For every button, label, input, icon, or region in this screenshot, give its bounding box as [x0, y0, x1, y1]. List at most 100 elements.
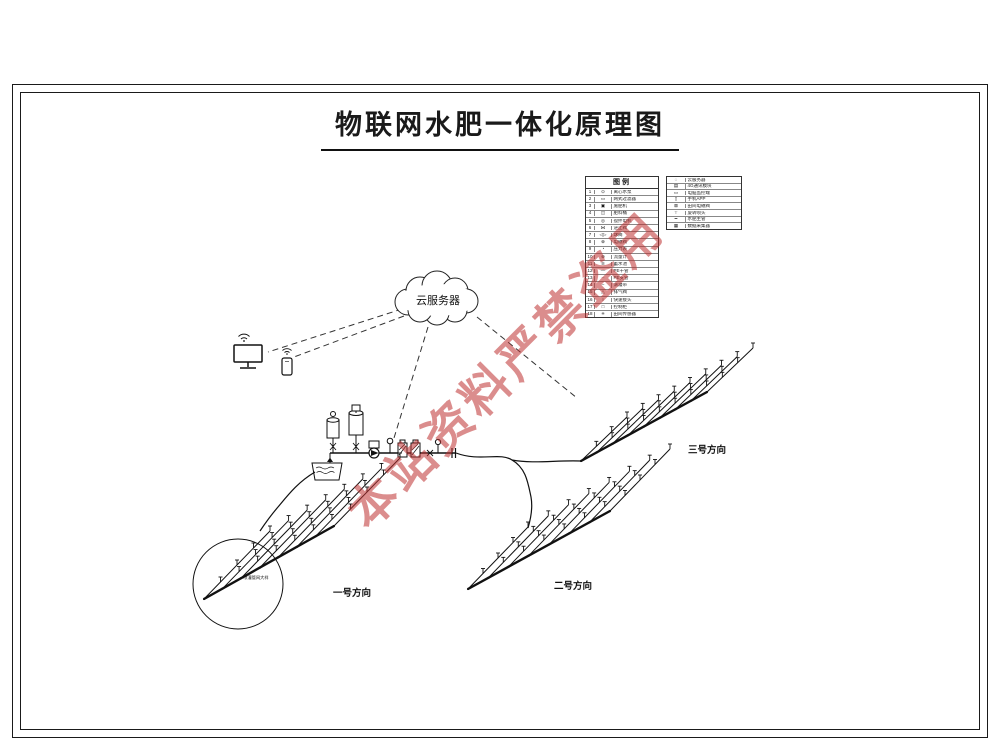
legend-row-symbol: ▭ — [595, 197, 612, 202]
legend-row-symbol: ⊠ — [667, 203, 686, 209]
legend-row: 11 ≋ 蓄水池 — [586, 259, 658, 267]
legend-row-name: 肥料桶 — [613, 211, 628, 216]
legend-row: 7 ◁▷ 球阀 — [586, 231, 658, 238]
legend-row-number: 15 — [586, 290, 595, 295]
legend-row-name: 田间电磁阀 — [687, 203, 711, 208]
legend-row: 17 □ 控制柜 — [586, 303, 658, 310]
legend-row: 1 ⊙ 离心水泵 — [586, 189, 658, 195]
legend-row-symbol: □ — [595, 304, 612, 310]
legend-row: ⊤ 旋转喷头 — [667, 208, 741, 216]
legend-row-number: 6 — [586, 225, 595, 231]
field-grid-3 — [579, 342, 755, 463]
legend-row-number: 8 — [586, 240, 595, 245]
legend-row-name: 流量计 — [613, 254, 628, 259]
legend-row: 3 ▣ 施肥机 — [586, 202, 658, 209]
legend-row-symbol: ⊗ — [595, 240, 612, 245]
legend-table-main: 图例 1 ⊙ 离心水泵 2 ▭ 网式过滤器 3 ▣ 施肥机 4 ◫ 肥料桶 5 … — [585, 176, 659, 319]
legend-row: ▤ 4G通讯模块 — [667, 182, 741, 190]
legend-row-name: 控制柜 — [613, 304, 628, 309]
legend-row-symbol: — — [595, 268, 612, 274]
legend-row-symbol: ⊤ — [667, 210, 686, 216]
field-label-1: 一号方向 — [333, 587, 371, 599]
legend-row: ◌ 云服务器 — [667, 177, 741, 183]
legend-row-symbol: △ — [595, 290, 612, 295]
legend-row: 8 ⊗ 电磁阀 — [586, 238, 658, 245]
legend-row: 14 ╌ 滴灌带 — [586, 281, 658, 288]
legend-row-number: 7 — [586, 232, 595, 238]
supply-pipe — [259, 452, 582, 532]
legend-row-name: 手机APP — [687, 197, 706, 202]
legend-row-name: 压力表 — [613, 247, 628, 252]
cloud-server-label: 云服务器 — [416, 294, 460, 307]
legend-row-symbol: ⊙ — [595, 189, 612, 195]
detail-circle: 喷灌管网大样 — [192, 538, 284, 630]
legend-row-name: 蓄水池 — [613, 261, 628, 266]
legend-row: 10 ⊕ 流量计 — [586, 252, 658, 260]
field-label-3: 三号方向 — [688, 444, 726, 456]
legend-row: ▭ 电脑监控端 — [667, 189, 741, 196]
legend-row: ▯ 手机APP — [667, 195, 741, 203]
legend-row-number: 10 — [586, 254, 595, 260]
legend-row-symbol: ▭ — [667, 190, 686, 196]
legend-row-name: 施肥机 — [613, 204, 628, 209]
dashed-link-cloud-monitor — [267, 308, 578, 439]
legend-header: 图例 — [586, 177, 658, 189]
legend-row: 4 ◫ 肥料桶 — [586, 209, 658, 217]
wifi-icon-phone — [282, 348, 292, 355]
monitor-icon — [233, 344, 263, 369]
legend-row-number: 4 — [586, 211, 595, 216]
legend-row-name: 4G通讯模块 — [687, 184, 712, 189]
legend-row-name: PE干管 — [613, 268, 629, 273]
legend-row: 18 ✳ 田间传感器 — [586, 310, 658, 317]
legend-row-symbol: ✳ — [595, 312, 612, 317]
detail-note: 喷灌管网大样 — [243, 574, 268, 581]
legend-row-symbol: ◫ — [595, 211, 612, 216]
legend-row-symbol: ◔ — [595, 247, 612, 252]
legend-row: ━ 水肥主管 — [667, 215, 741, 223]
legend-row: 2 ▭ 网式过滤器 — [586, 195, 658, 202]
legend-row-name: 电脑监控端 — [687, 190, 711, 195]
legend-row-symbol: ○ — [595, 297, 612, 303]
legend-row-name: 排气阀 — [613, 290, 628, 295]
legend-row-symbol: ╌ — [595, 283, 612, 288]
legend-row: 6 ⋈ 逆止阀 — [586, 223, 658, 231]
flange-icon — [451, 448, 457, 458]
legend-row-symbol: ▤ — [667, 184, 686, 189]
legend-row: 5 ◎ 搅拌电机 — [586, 216, 658, 224]
legend-row-number: 18 — [586, 312, 595, 317]
title-block: 物联网水肥一体化原理图 — [0, 103, 1000, 151]
legend-row: 16 ○ 快速接头 — [586, 295, 658, 303]
legend-row-symbol: ▯ — [667, 197, 686, 202]
legend-row-symbol: ◁▷ — [595, 232, 612, 238]
legend-row-name: 快速接头 — [613, 297, 632, 302]
legend-row-name: 田间传感器 — [613, 312, 637, 317]
legend-row-number: 3 — [586, 204, 595, 209]
legend-row-number: 9 — [586, 247, 595, 252]
legend-row-symbol: ▣ — [595, 204, 612, 209]
legend-row-number: 14 — [586, 283, 595, 288]
legend-row-symbol: ▦ — [667, 223, 686, 229]
legend-row-symbol: ┈ — [595, 276, 612, 281]
legend-row-name: 网式过滤器 — [613, 197, 637, 202]
pump-icon — [368, 440, 380, 459]
legend-row-name: 旋转喷头 — [687, 210, 706, 215]
legend-row: 12 — PE干管 — [586, 267, 658, 274]
legend-row-name: 水肥主管 — [687, 217, 706, 222]
legend-row-number: 2 — [586, 197, 595, 202]
legend-row: ▦ 数据采集器 — [667, 222, 741, 229]
legend-row-number: 16 — [586, 297, 595, 303]
legend-row-symbol: ⊕ — [595, 254, 612, 260]
legend-row-symbol: ━ — [667, 217, 686, 222]
legend-table-secondary: ◌ 云服务器 ▤ 4G通讯模块 ▭ 电脑监控端 ▯ 手机APP ⊠ 田间电磁阀 … — [666, 176, 742, 230]
field-grid-1 — [202, 452, 402, 601]
legend-row-number: 11 — [586, 261, 595, 267]
fertilizer-tank-icon — [348, 404, 364, 453]
phone-icon — [281, 357, 293, 376]
legend-row-symbol: ◎ — [595, 218, 612, 224]
field-grid-2 — [466, 443, 672, 591]
page-title: 物联网水肥一体化原理图 — [321, 103, 679, 151]
legend-row: 15 △ 排气阀 — [586, 288, 658, 296]
legend-row-number: 5 — [586, 218, 595, 224]
filter-icon — [397, 439, 421, 458]
legend-row-number: 12 — [586, 268, 595, 274]
